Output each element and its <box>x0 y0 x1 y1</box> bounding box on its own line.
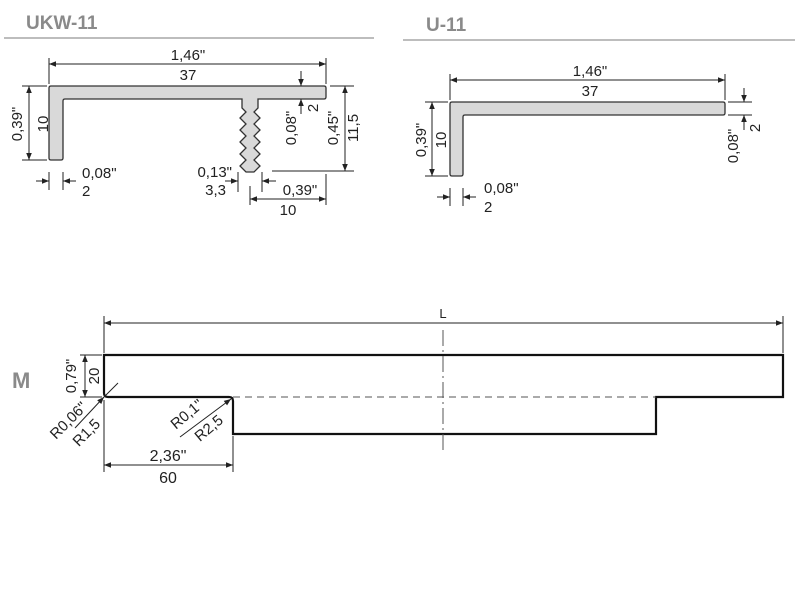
detail-label: M <box>12 368 30 393</box>
dim-height-mm: 11,5 <box>345 114 362 142</box>
dim-thick-mm: 2 <box>82 183 90 200</box>
dim-height-in: 0,79" <box>63 359 80 394</box>
dim-thick-mm: 2 <box>484 199 492 216</box>
dim-top-thick-in: 0,08" <box>283 111 300 146</box>
dim-height-in: 0,45" <box>325 111 342 146</box>
dim-length: L <box>439 306 446 321</box>
dim-width-in: 1,46" <box>171 47 206 64</box>
profile-title: U-11 <box>426 15 467 36</box>
dim-thick-in: 0,08" <box>484 180 519 197</box>
dim-leg-in: 0,39" <box>413 123 430 158</box>
profile-title: UKW-11 <box>26 13 98 34</box>
dim-notch-in: 2,36" <box>150 448 187 465</box>
dim-offset-in: 0,39" <box>283 182 318 199</box>
dim-stem-mm: 3,3 <box>205 182 226 199</box>
profile-ukw-11: UKW-11 1,46" 37 0,39" 10 0,08" 2 0,08" 2… <box>4 13 374 219</box>
dim-thick-in: 0,08" <box>82 165 117 182</box>
dim-leg-mm: 10 <box>433 132 450 149</box>
dim-top-thick-mm: 2 <box>747 124 764 132</box>
dim-height-mm: 20 <box>86 368 103 385</box>
ukw-profile-shape <box>48 85 327 173</box>
dim-top-thick-mm: 2 <box>305 104 322 112</box>
dim-stem-in: 0,13" <box>197 164 232 181</box>
dim-notch-mm: 60 <box>159 470 177 487</box>
profile-u-11: U-11 1,46" 37 0,39" 10 0,08" 2 0,08" 2 <box>403 15 795 216</box>
dim-leg-in: 0,39" <box>9 107 26 142</box>
dim-width-mm: 37 <box>180 67 197 84</box>
dim-width-mm: 37 <box>582 83 599 100</box>
dim-top-thick-in: 0,08" <box>725 129 742 164</box>
dim-width-in: 1,46" <box>573 63 608 80</box>
dim-leg-mm: 10 <box>35 116 52 133</box>
u-profile-shape <box>449 101 726 177</box>
detail-m: M L 0,79" 20 R0,06" R1,5 R0,1" R2,5 2,36… <box>12 306 785 487</box>
dim-offset-mm: 10 <box>280 202 297 219</box>
part-outline <box>102 353 785 436</box>
